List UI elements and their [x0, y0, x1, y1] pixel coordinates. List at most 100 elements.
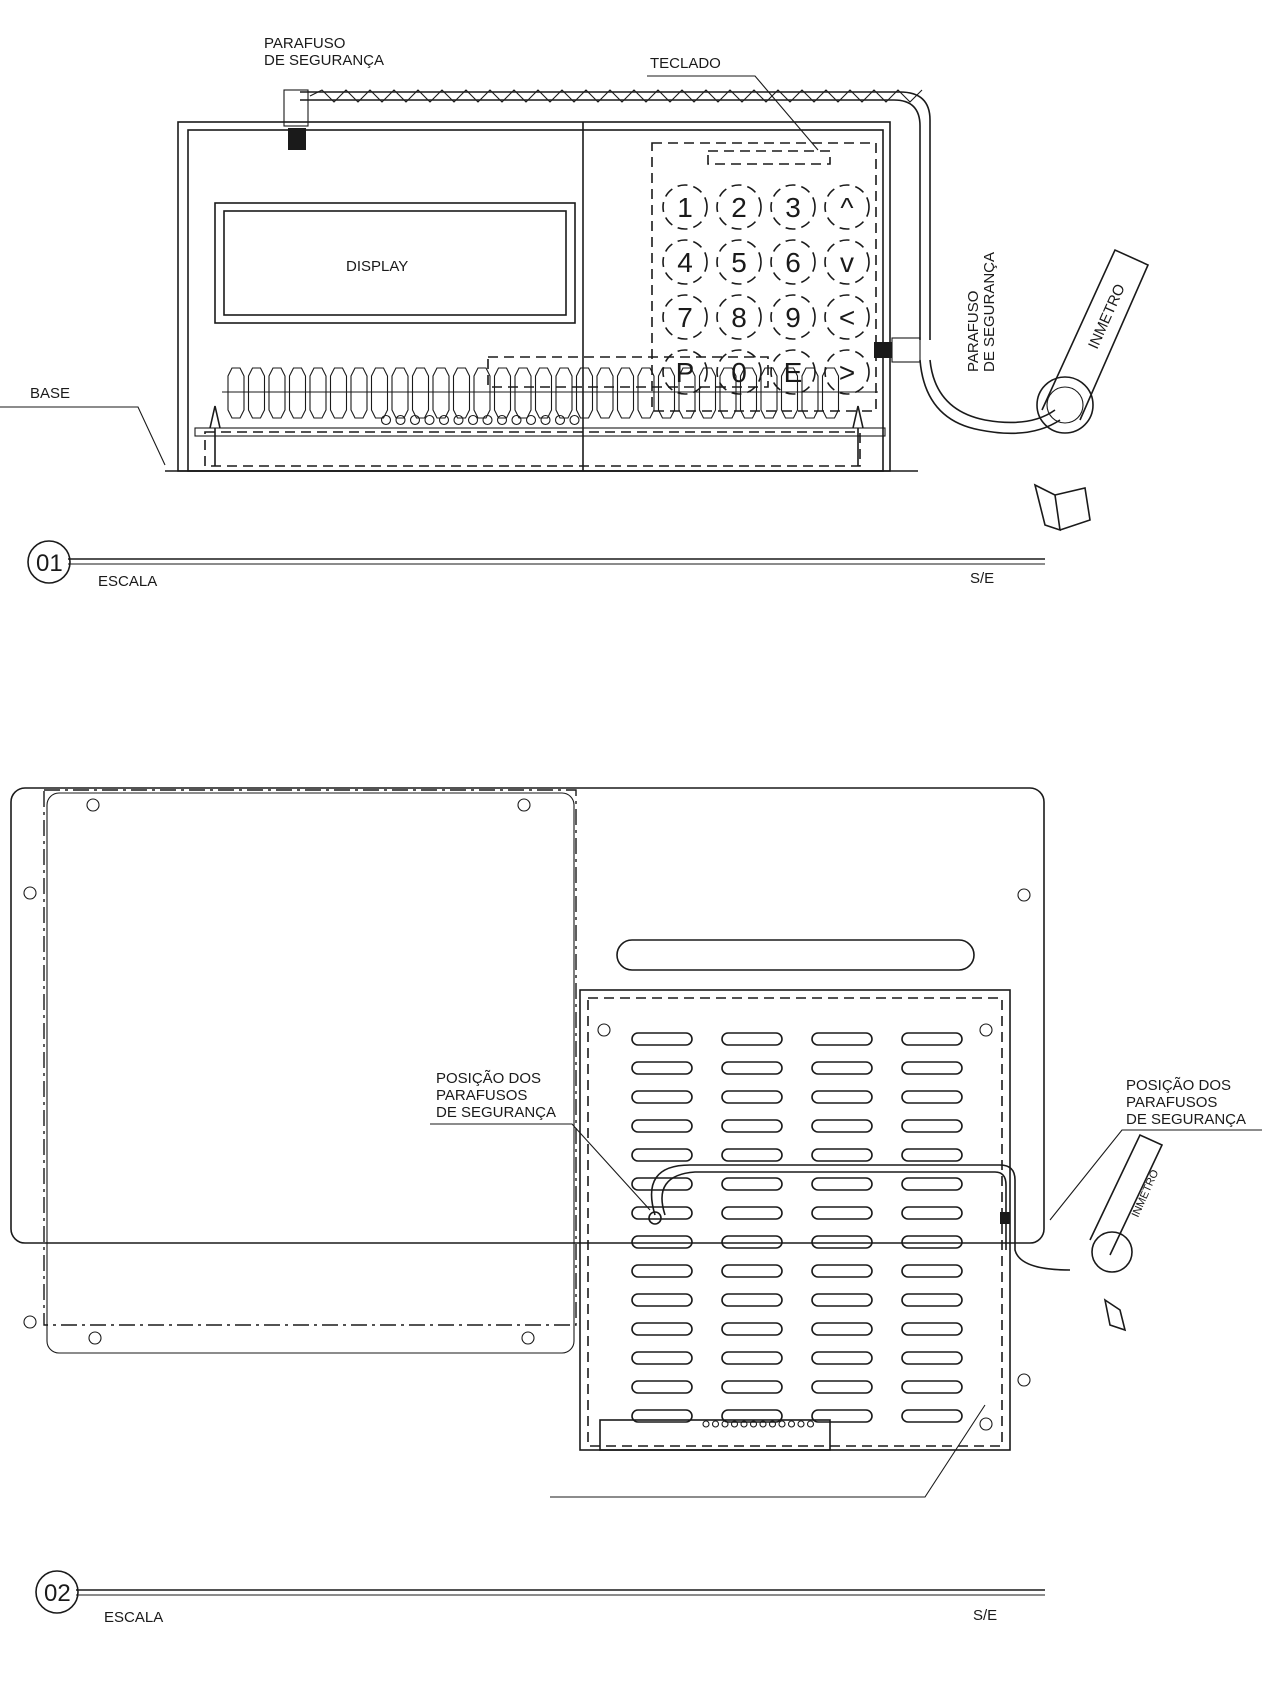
terminal	[309, 367, 327, 419]
mount-hole	[23, 886, 37, 900]
mount-hole	[521, 1331, 535, 1345]
connector-pin	[806, 1420, 815, 1428]
key->: >	[824, 349, 870, 395]
mount-holes	[23, 798, 1031, 1387]
connector-pin	[787, 1420, 796, 1428]
seal-wire-lower-inner	[929, 359, 1056, 424]
terminal	[637, 367, 655, 419]
rear-plate-outline	[10, 787, 1045, 1244]
key-P: P	[662, 349, 708, 395]
vent-slot	[631, 1032, 693, 1046]
label-base: BASE	[30, 385, 70, 402]
mount-post-right	[852, 405, 864, 466]
leader-keyboard	[647, 75, 819, 151]
seal-wire-twist	[309, 89, 923, 103]
terminal	[350, 367, 368, 419]
vent-slot	[901, 1409, 963, 1423]
key-label: 9	[785, 302, 801, 333]
terminal-screw	[496, 414, 508, 426]
key-outline	[716, 294, 762, 340]
keyboard-connector	[707, 150, 831, 165]
terminal	[739, 367, 758, 419]
seal-tag	[1041, 248, 1150, 421]
terminal	[596, 367, 614, 419]
vent-slot	[901, 1264, 963, 1278]
screw-right	[1000, 1212, 1010, 1224]
vent-slot	[721, 1293, 783, 1307]
terminal-screw	[453, 414, 464, 426]
vent-slot	[811, 1380, 873, 1394]
label-screws-right-2: PARAFUSOS	[1126, 1094, 1217, 1111]
vent-slot	[721, 1351, 783, 1365]
terminal-screw	[395, 414, 406, 426]
connector-pin	[730, 1420, 739, 1428]
key-label: 6	[785, 247, 801, 278]
mount-hole	[23, 1315, 37, 1329]
terminal	[616, 367, 635, 419]
label-screws-right-3: DE SEGURANÇA	[1126, 1111, 1246, 1128]
vent-slot	[631, 1177, 693, 1191]
keyboard-area	[651, 142, 877, 412]
vent-slot	[721, 1148, 783, 1162]
screw-top-head	[283, 89, 309, 127]
key-outline	[770, 349, 816, 395]
terminal-screw	[569, 414, 580, 426]
inmetro-seal-rear: INMETRO	[1089, 1133, 1164, 1332]
key-9: 9	[770, 294, 816, 340]
key-outline	[716, 239, 762, 285]
key-1: 1	[662, 184, 708, 230]
vent-slot	[631, 1090, 693, 1104]
key-label: 1	[677, 192, 693, 223]
connector-pin	[759, 1420, 767, 1428]
seal-body	[1036, 376, 1094, 434]
vent-slot	[631, 1264, 693, 1278]
vent-slot	[721, 1061, 783, 1075]
key-6: 6	[770, 239, 816, 285]
label-screw-top-1: PARAFUSO	[264, 35, 345, 52]
connector-block	[599, 1419, 831, 1451]
scale-label: ESCALA	[104, 1609, 163, 1626]
key-7: 7	[662, 294, 708, 340]
scale-value: S/E	[973, 1607, 997, 1624]
terminal	[268, 367, 286, 419]
vent-slot	[631, 1351, 693, 1365]
terminal	[247, 367, 266, 419]
seal-wire-lower	[919, 359, 1061, 435]
key-outline	[770, 294, 816, 340]
mount-hole	[517, 798, 531, 812]
terminal	[555, 367, 573, 419]
seal-body	[1091, 1231, 1133, 1273]
display-label: DISPLAY	[346, 258, 408, 275]
vent-slot	[631, 1119, 693, 1133]
vent-slot	[811, 1148, 873, 1162]
terminal	[678, 367, 696, 419]
seal-wire-inner	[661, 1171, 1007, 1250]
key-label: 0	[731, 357, 747, 388]
key-outline	[770, 184, 816, 230]
vent-slot	[901, 1061, 963, 1075]
screw-top	[288, 128, 306, 150]
key-label: 8	[731, 302, 747, 333]
vent-slot	[811, 1206, 873, 1220]
vent-slot	[721, 1409, 783, 1423]
key-label: 4	[677, 247, 693, 278]
vent-slot	[811, 1119, 873, 1133]
key-0: 0	[716, 349, 762, 395]
terminal-strip	[222, 367, 878, 426]
terminal-screw	[540, 414, 551, 426]
base-plate	[194, 427, 886, 437]
vent-slot	[721, 1119, 783, 1133]
board-hole	[597, 1023, 611, 1037]
seal-label: INMETRO	[1085, 282, 1129, 352]
seal-clamp	[1103, 1298, 1127, 1332]
terminal	[514, 367, 532, 419]
key-4: 4	[662, 239, 708, 285]
key-outline	[716, 349, 762, 395]
vent-slot	[811, 1032, 873, 1046]
left-panel	[46, 792, 575, 1354]
terminal-screw	[525, 414, 537, 426]
vent-slot	[901, 1090, 963, 1104]
vent-slot	[721, 1090, 783, 1104]
view-number: 02	[44, 1580, 71, 1607]
